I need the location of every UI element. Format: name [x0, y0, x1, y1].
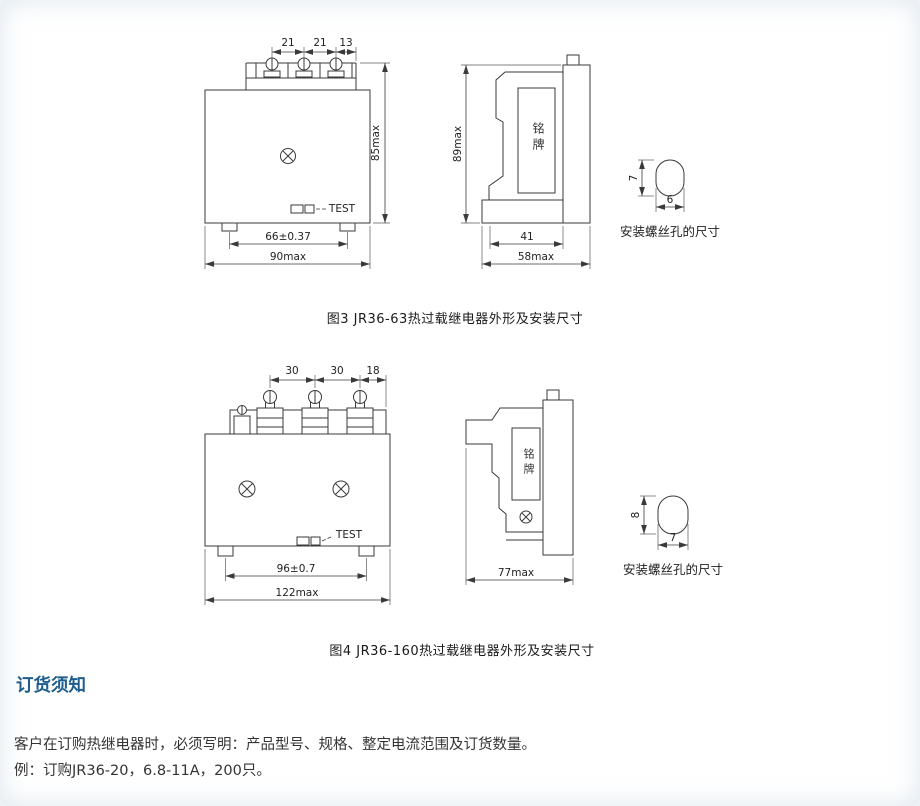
terminal-clamp: [256, 390, 284, 435]
fig4-hole-dim-w: 7: [670, 532, 677, 544]
nameplate-box: [517, 87, 556, 194]
ordering-notice-heading: 订货须知: [16, 676, 86, 696]
fig3-hole-caption: 安装螺丝孔的尺寸: [619, 224, 720, 239]
mounting-hole-shape: [655, 159, 685, 197]
fig3-dim-21-a: 21: [281, 37, 294, 49]
fig3-front-view: TEST 21 21 13 66±0.37 90max: [204, 37, 390, 269]
fig3-dim-hole-spacing: 66±0.37: [265, 231, 311, 243]
fig3-test-label: TEST: [328, 203, 356, 215]
technical-drawings: TEST 21 21 13 66±0.37 90max: [204, 37, 689, 605]
fig4-hole-caption: 安装螺丝孔的尺寸: [622, 562, 723, 577]
nameplate-box: [511, 427, 541, 501]
terminal-screw: [263, 57, 281, 78]
fig3-side-dim-inner: 41: [520, 231, 533, 243]
fig4-dim-30-b: 30: [330, 365, 343, 377]
terminal-clamp: [346, 390, 374, 435]
fig3-dim-width: 90max: [270, 251, 306, 263]
terminal-clamp: [301, 390, 329, 435]
mounting-hole-shape: [657, 495, 689, 535]
fig3-side-dim-height: 89max: [452, 126, 464, 162]
fig4-caption: 图4 JR36-160热过载继电器外形及安装尺寸: [329, 644, 595, 659]
fig3-dim-21-b: 21: [313, 37, 326, 49]
fig4-front-view: TEST 30 30 18 96±0.7 122max: [204, 365, 391, 605]
fig4-side-view: 77max: [465, 389, 574, 585]
fig4-nameplate-text: 铭牌: [522, 448, 535, 478]
fig4-side-dim-width: 77max: [498, 567, 534, 579]
fig4-dim-width: 122max: [276, 587, 319, 599]
fig3-hole-detail: 7 6: [628, 159, 685, 212]
fig3-side-view: 89max 41 58max: [452, 54, 591, 269]
terminal-screw: [327, 57, 345, 78]
mounting-screw-icon: [519, 510, 533, 524]
fig3-caption: 图3 JR36-63热过载继电器外形及安装尺寸: [326, 312, 584, 327]
fig4-dim-30-a: 30: [285, 365, 298, 377]
fig3-nameplate-text: 铭牌: [531, 122, 545, 154]
mounting-screw-icon: [238, 480, 256, 498]
fig4-test-label: TEST: [335, 529, 363, 541]
fig4-hole-dim-h: 8: [630, 512, 642, 519]
ordering-line-1: 客户在订购热继电器时，必须写明：产品型号、规格、整定电流范围及订货数量。: [14, 737, 536, 753]
fig4-dim-hole-spacing: 96±0.7: [277, 563, 316, 575]
fig3-hole-dim-h: 7: [628, 175, 640, 182]
terminal-screw: [295, 57, 313, 78]
fig3-dim-height: 85max: [370, 125, 382, 161]
fig4-dim-18: 18: [366, 365, 379, 377]
ordering-line-2: 例：订购JR36-20，6.8-11A，200只。: [14, 763, 271, 779]
fig3-side-dim-width: 58max: [518, 251, 554, 263]
fig3-dim-13: 13: [339, 37, 352, 49]
fig3-hole-dim-w: 6: [667, 194, 674, 206]
fig4-hole-detail: 8 7: [630, 495, 689, 550]
mounting-screw-icon: [280, 148, 296, 164]
mounting-screw-icon: [332, 480, 350, 498]
